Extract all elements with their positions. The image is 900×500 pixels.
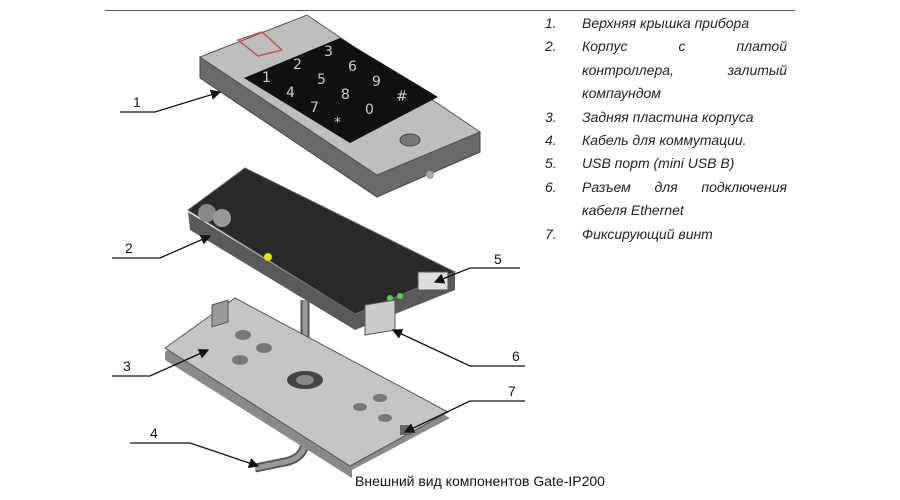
keypad-key: 0 — [365, 102, 374, 118]
keypad-key: 8 — [341, 87, 350, 103]
callout-7: 7 — [508, 383, 516, 399]
legend-item: 2.Корпус с платой — [545, 38, 787, 55]
callout-3: 3 — [123, 358, 131, 374]
controller-module — [187, 167, 457, 336]
callout-4: 4 — [150, 425, 158, 441]
callout-5: 5 — [494, 251, 502, 267]
keypad-key: 2 — [293, 57, 302, 73]
legend-item: 6.Разъем для подключения — [545, 178, 787, 195]
figure-caption: Внешний вид компонентов Gate-IP200 — [355, 473, 605, 489]
top-rule — [105, 10, 795, 11]
legend-item: 5.USB порт (mini USB B) — [545, 155, 735, 172]
back-plate — [164, 297, 450, 478]
callout-1: 1 — [133, 94, 141, 110]
callout-6: 6 — [512, 348, 520, 364]
leader-lines — [112, 89, 525, 469]
legend-item: 3.Задняя пластина корпуса — [545, 108, 754, 125]
legend-item-cont: контроллера, залитый — [582, 61, 787, 78]
keypad-key: 1 — [262, 70, 271, 86]
keypad-key: # — [396, 89, 408, 105]
keypad-key: 3 — [324, 44, 333, 60]
keypad-key: 4 — [286, 85, 295, 101]
legend-item: 7.Фиксирующий винт — [545, 225, 713, 242]
keypad-key: * — [334, 115, 341, 131]
callout-2: 2 — [125, 240, 133, 256]
legend-item: 1.Верхняя крышка прибора — [545, 15, 750, 31]
top-cover: 1 2 3 4 5 6 7 8 9 * 0 # — [198, 14, 482, 198]
keypad-key: 7 — [310, 100, 319, 116]
keypad-key: 6 — [348, 59, 357, 75]
keypad-key: 9 — [372, 74, 381, 90]
keypad-key: 5 — [317, 72, 326, 88]
legend-item: 4.Кабель для коммутации. — [545, 132, 747, 149]
legend-item-cont: компаундом — [582, 85, 661, 102]
legend-item-cont: кабеля Ethernet — [582, 202, 684, 219]
component-legend: 1.Верхняя крышка прибора 2.Корпус с плат… — [545, 12, 787, 246]
keypad — [244, 38, 438, 143]
